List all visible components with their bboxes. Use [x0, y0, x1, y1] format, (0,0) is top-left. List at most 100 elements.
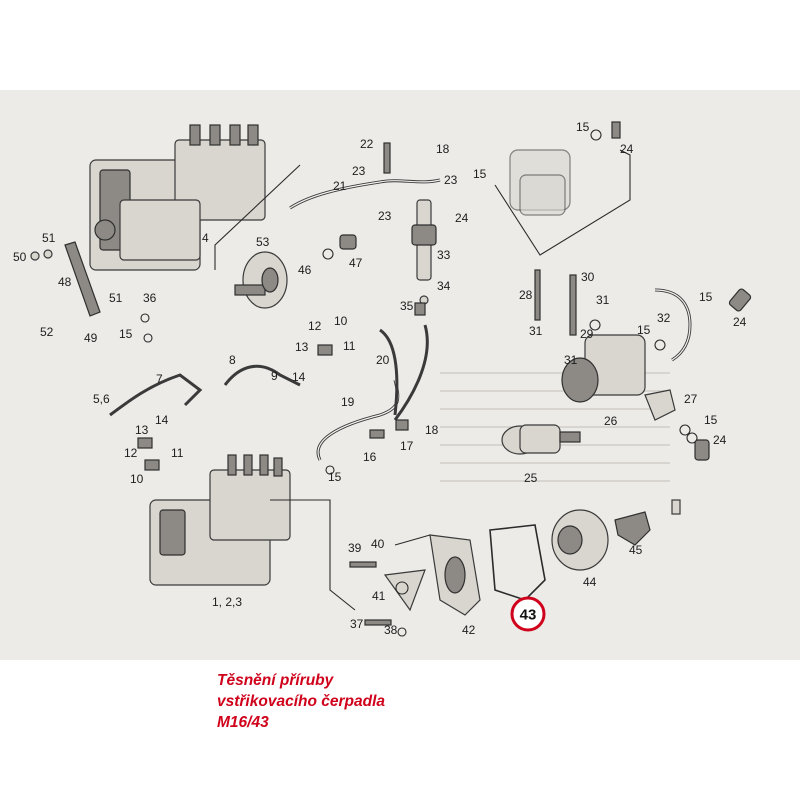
part-label-p27: 27: [684, 392, 698, 406]
leader-lines-lower: [270, 499, 431, 611]
caption: Těsnění příruby vstřikovacího čerpadla M…: [217, 670, 385, 733]
union-24: [728, 288, 752, 312]
part-label-p36: 36: [143, 291, 157, 305]
part-label-p53: 53: [256, 235, 270, 249]
harness-7: [109, 373, 203, 417]
part-label-p51a: 51: [42, 231, 56, 245]
pulley-53: [214, 164, 301, 309]
part-label-p56: 5,6: [93, 392, 110, 406]
part-label-p15b: 15: [576, 120, 590, 134]
part-label-p24a: 24: [455, 211, 469, 225]
harness-9: [223, 364, 301, 387]
part-label-p31b: 31: [529, 324, 543, 338]
injection-pump-lower: [149, 454, 291, 586]
part-label-p15a: 15: [473, 167, 487, 181]
highlight-label-43: 43: [520, 607, 537, 624]
gasket-27: [644, 389, 676, 421]
part-label-p24b: 24: [620, 142, 634, 156]
fuel-line-20: [379, 328, 399, 416]
part-label-p41: 41: [372, 589, 386, 603]
part-label-p52: 52: [40, 325, 54, 339]
part-label-p4: 4: [202, 231, 209, 245]
part-label-p49: 49: [84, 331, 98, 345]
part-label-p23a: 23: [352, 164, 366, 178]
part-label-p22: 22: [360, 137, 374, 151]
bolt-39: [349, 561, 377, 568]
bolt-22: [383, 142, 391, 174]
part-label-p46: 46: [298, 263, 312, 277]
part-label-p39: 39: [348, 541, 362, 555]
caption-line-1: Těsnění příruby: [217, 672, 334, 689]
part-label-p15e: 15: [637, 323, 651, 337]
part-label-p12b: 12: [124, 446, 138, 460]
part-label-p29: 29: [580, 327, 594, 341]
part-label-p17: 17: [400, 439, 414, 453]
part-label-p23b: 23: [444, 173, 458, 187]
caption-line-3: M16/43: [217, 714, 269, 731]
part-label-p35: 35: [400, 299, 414, 313]
part-label-p15c: 15: [699, 290, 713, 304]
part-label-p14a: 14: [292, 370, 306, 384]
part-label-p12a: 12: [308, 319, 322, 333]
part-label-p15f: 15: [704, 413, 718, 427]
part-label-p21: 21: [333, 179, 347, 193]
part-label-p45: 45: [629, 543, 643, 557]
part-label-p13a: 13: [295, 340, 309, 354]
part-label-p15g: 15: [328, 470, 342, 484]
coupling-45: [614, 511, 651, 546]
bushing-47: [339, 234, 357, 250]
part-label-p48: 48: [58, 275, 72, 289]
part-label-p30: 30: [581, 270, 595, 284]
part-label-p38: 38: [384, 623, 398, 637]
part-label-p37: 37: [350, 617, 364, 631]
part-label-p11a: 11: [343, 339, 356, 353]
ring-46: [322, 248, 334, 260]
part-label-p13b: 13: [135, 423, 149, 437]
injection-pump-upper: [89, 124, 266, 271]
part-label-p15d: 15: [119, 327, 133, 341]
gasket-43: [489, 524, 546, 601]
part-label-p44: 44: [583, 575, 597, 589]
part-label-p32: 32: [657, 311, 671, 325]
part-label-p10a: 10: [334, 314, 348, 328]
part-label-p8: 8: [229, 353, 236, 367]
part-label-p14b: 14: [155, 413, 169, 427]
part-label-p51b: 51: [109, 291, 123, 305]
part-label-p11b: 11: [171, 446, 184, 460]
rings: [140, 313, 666, 637]
part-label-p20: 20: [376, 353, 390, 367]
part-label-p10b: 10: [130, 472, 144, 486]
bracket-48: [30, 241, 101, 317]
part-label-p16: 16: [363, 450, 377, 464]
part-label-p31c: 31: [564, 353, 578, 367]
highlight-circle-43: [510, 596, 546, 632]
part-label-p18a: 18: [436, 142, 450, 156]
line-to-34: [393, 324, 429, 421]
governor-25: [501, 424, 581, 455]
part-label-p9: 9: [271, 369, 278, 383]
feed-pump-26: [534, 269, 646, 403]
clips: [137, 344, 409, 471]
part-label-p25: 25: [524, 471, 538, 485]
part-label-p42: 42: [462, 623, 476, 637]
part-label-p23c: 23: [378, 209, 392, 223]
union-24-lower: [694, 439, 710, 461]
part-label-p47: 47: [349, 256, 363, 270]
drum-44: [551, 509, 609, 571]
part-label-p50: 50: [13, 250, 27, 264]
part-label-p19: 19: [341, 395, 355, 409]
part-label-p33: 33: [437, 248, 451, 262]
part-label-p24d: 24: [713, 433, 727, 447]
part-label-p7: 7: [156, 372, 163, 386]
injector-33: [411, 199, 437, 316]
part-label-p34: 34: [437, 279, 451, 293]
part-number-labels: 22 18 23 23 21 15 23 24 15 24 4 53 51 50 46 47 33 48 34 51 3…: [13, 120, 747, 637]
part-label-p26: 26: [604, 414, 618, 428]
bolt-37: [364, 619, 392, 626]
part-label-p123: 1, 2,3: [212, 595, 242, 609]
fuel-filter: [494, 121, 631, 256]
part-label-p31a: 31: [596, 293, 610, 307]
part-label-p18b: 18: [425, 423, 439, 437]
part-label-p28: 28: [519, 288, 533, 302]
